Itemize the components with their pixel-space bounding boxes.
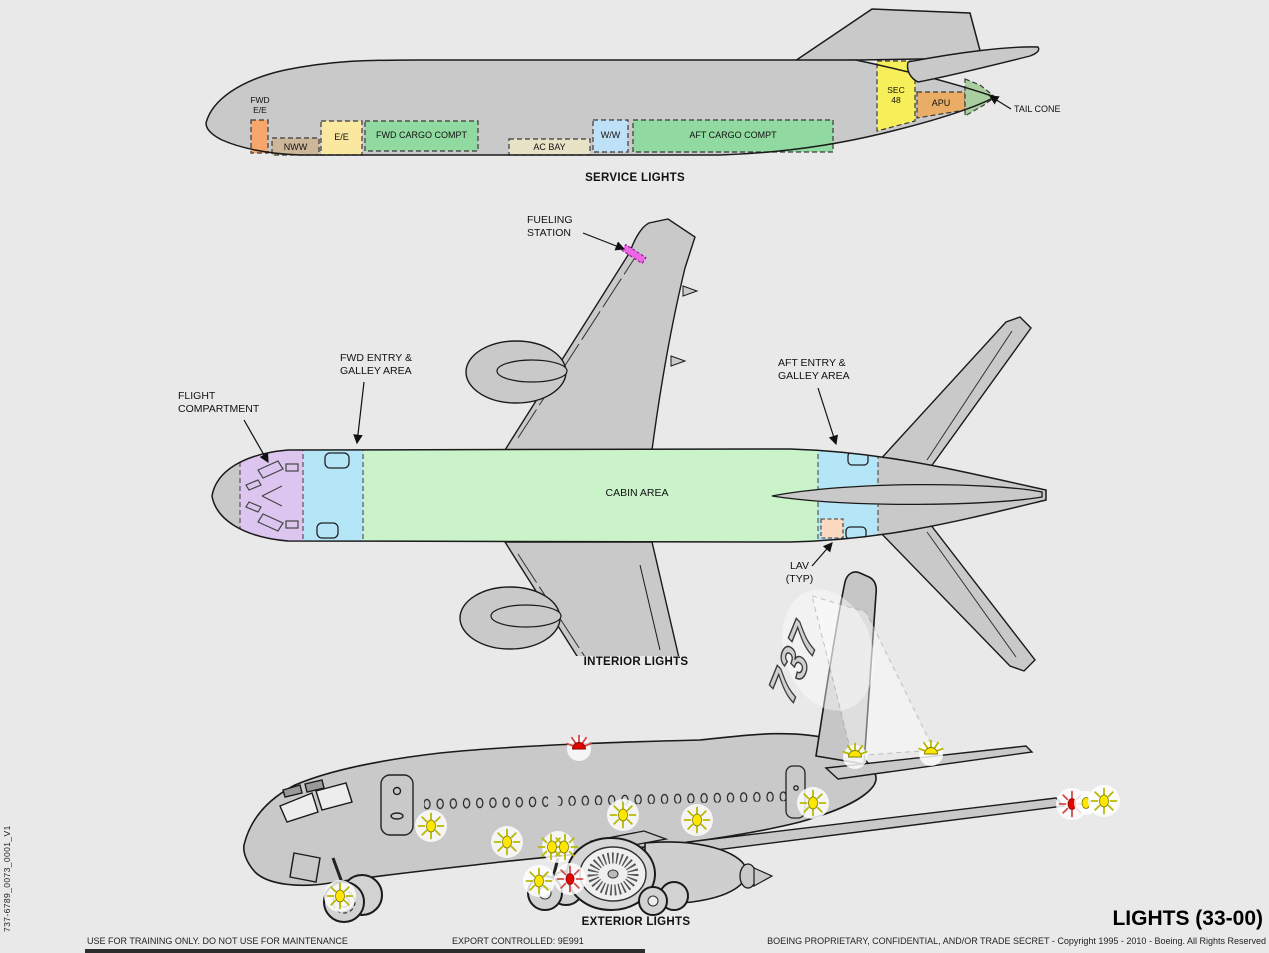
interior-lights-diagram [211, 218, 1047, 672]
fwd-door [324, 452, 350, 469]
zone-sec-48 [876, 60, 916, 132]
pointer-arrows [243, 232, 838, 567]
zone-fwd-cargo [364, 120, 479, 152]
zone-aft-cargo [632, 119, 834, 153]
fwd-service-door [316, 522, 339, 539]
zone-ee [320, 120, 363, 156]
engine [566, 830, 774, 911]
footer-proprietary-notice: BOEING PROPRIETARY, CONFIDENTIAL, AND/OR… [767, 936, 1266, 946]
caption-exterior-lights: EXTERIOR LIGHTS [581, 916, 691, 928]
zone-tail-cone [964, 78, 996, 118]
label-tail-cone: TAIL CONE [1014, 104, 1061, 114]
zone-ww [592, 119, 629, 153]
right-wing [503, 218, 696, 451]
document-id-vertical: 737-6789_0073_0001_V1 [2, 825, 12, 932]
service-lights-diagram [205, 8, 1040, 156]
right-stabilizer [876, 316, 1032, 469]
exterior-lights-diagram: 737 [243, 571, 1120, 923]
main-gear-aft-wheels [638, 881, 689, 916]
cockpit-seats [245, 460, 299, 532]
label-flight-compartment: FLIGHT COMPARTMENT [178, 390, 260, 415]
cockpit-windows [279, 779, 353, 823]
exterior-lights-layer [324, 734, 1120, 912]
footer-training-note: USE FOR TRAINING ONLY. DO NOT USE FOR MA… [87, 936, 348, 946]
fwd-entry-door [380, 774, 414, 836]
caption-service-lights: SERVICE LIGHTS [585, 172, 685, 184]
vertical-fin [792, 8, 983, 62]
bottom-edge-strip [85, 949, 645, 953]
label-cabin-area: CABIN AREA [605, 487, 669, 499]
label-aft-cargo: AFT CARGO COMPT [689, 130, 777, 140]
label-nww: NWW [283, 142, 308, 152]
tail-cone-arrow [988, 95, 1012, 110]
label-fwd-cargo: FWD CARGO COMPT [376, 130, 467, 140]
label-apu: APU [931, 98, 951, 108]
caption-interior-lights: INTERIOR LIGHTS [583, 656, 689, 668]
passenger-windows [423, 784, 787, 813]
zone-cabin [363, 449, 818, 542]
zone-lav [820, 518, 844, 539]
label-ww: W/W [600, 130, 621, 140]
label-ac-bay: AC BAY [533, 142, 566, 152]
fueling-station-mark [621, 243, 647, 265]
zone-nww [271, 137, 320, 156]
zone-fwd-entry [303, 449, 363, 542]
label-aft-entry: AFT ENTRY & GALLEY AREA [778, 357, 850, 382]
footer-export-control: EXPORT CONTROLLED: 9E991 [452, 936, 584, 946]
label-lav: LAV (TYP) [785, 560, 814, 585]
fin-top-view [771, 483, 1043, 506]
label-fwd-ee: FWD E/E [250, 95, 270, 115]
left-wing-partial [459, 542, 680, 656]
fuselage-outline [205, 59, 997, 156]
label-sec-48: SEC 48 [887, 85, 905, 105]
label-fwd-entry: FWD ENTRY & GALLEY AREA [340, 352, 412, 377]
tail-fin [815, 571, 878, 765]
label-fueling-station: FUELING STATION [527, 214, 573, 239]
fuselage-perspective [243, 732, 877, 887]
page-title: LIGHTS (33-00) [1112, 907, 1263, 930]
left-stabilizer [876, 523, 1036, 672]
zone-fwd-ee [250, 119, 269, 154]
zone-flight-compartment [240, 449, 303, 542]
label-ee: E/E [334, 132, 349, 142]
logo-light-beam [781, 589, 935, 757]
horizontal-stabilizer [906, 46, 1040, 83]
